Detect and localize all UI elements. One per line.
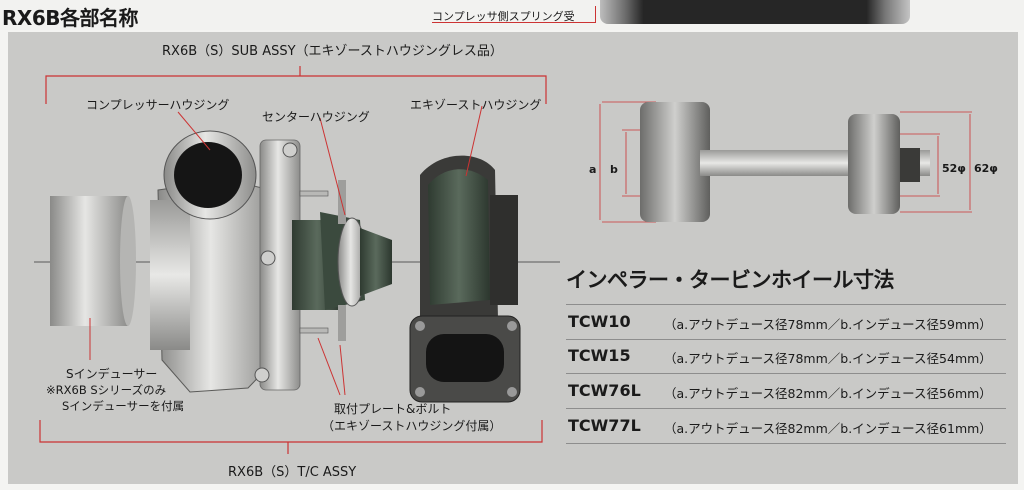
exhaust-housing-part (409, 155, 521, 403)
s-inducer-label: Sインデューサー (66, 367, 158, 381)
sub-assy-bracket (45, 66, 547, 104)
tc-assy-bracket (39, 420, 543, 454)
exhaust-leader (465, 105, 483, 177)
dim-52-label: 52φ (942, 162, 966, 175)
s-inducer-part (50, 196, 136, 326)
spring-leader-tick (595, 6, 596, 23)
spec-code: TCW76L (568, 381, 641, 400)
sub-assy-label: RX6B（S）SUB ASSY（エキゾーストハウジングレス品） (162, 44, 503, 59)
s-inducer-note-2: Sインデューサーを付属 (62, 399, 185, 413)
page-title: RX6B各部名称 (2, 6, 138, 30)
plate-leader-2 (339, 344, 346, 396)
spec-code: TCW10 (568, 312, 631, 331)
turbo-photo-crop (600, 0, 910, 24)
compressor-leader (177, 111, 211, 151)
plate-bolt-label-1: 取付プレート&ボルト (334, 402, 452, 416)
leader-lines (89, 105, 483, 396)
spec-row: TCW15 （a.アウトデュース径78mm／b.インデュース径54mm） (566, 339, 1006, 374)
compressor-spring-label: コンプレッサ側スプリング受 (432, 10, 575, 23)
center-housing-part (292, 212, 392, 310)
spec-section-title: インペラー・タービンホイール寸法 (566, 268, 895, 292)
spec-desc: （a.アウトデュース径78mm／b.インデュース径59mm） (664, 317, 992, 332)
center-housing-label: センターハウジング (262, 110, 370, 124)
spring-leader-line (432, 22, 596, 23)
plate-bolt-label-2: （エキゾーストハウジング付属） (322, 419, 502, 433)
dim-62-label: 62φ (974, 162, 998, 175)
spec-desc: （a.アウトデュース径78mm／b.インデュース径54mm） (664, 351, 992, 366)
spec-code: TCW77L (568, 416, 641, 435)
wheel-dimension-diagram (599, 101, 972, 223)
spec-row: TCW77L （a.アウトデュース径82mm／b.インデュース径61mm） (566, 409, 1006, 444)
dim-a-label: a (589, 163, 597, 176)
spec-row: TCW10 （a.アウトデュース径78mm／b.インデュース径59mm） (566, 304, 1006, 340)
plate-leader-1 (317, 337, 341, 396)
dim-b-label: b (610, 163, 618, 176)
compressor-housing-part (150, 130, 301, 393)
s-inducer-note-1: ※RX6B Sシリーズのみ (46, 383, 167, 397)
spec-desc: （a.アウトデュース径82mm／b.インデュース径56mm） (664, 386, 992, 401)
spec-row: TCW76L （a.アウトデュース径82mm／b.インデュース径56mm） (566, 374, 1006, 409)
center-leader (319, 117, 346, 216)
spec-desc: （a.アウトデュース径82mm／b.インデュース径61mm） (664, 421, 992, 436)
exhaust-housing-label: エキゾーストハウジング (410, 98, 542, 112)
compressor-housing-label: コンプレッサーハウジング (86, 98, 230, 112)
spec-code: TCW15 (568, 346, 631, 365)
tc-assy-label: RX6B（S）T/C ASSY (228, 465, 357, 480)
